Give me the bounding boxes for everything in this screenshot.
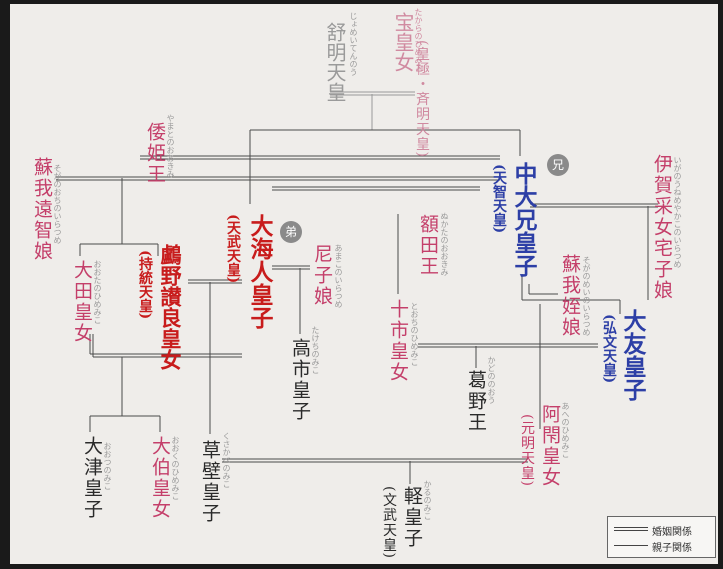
ochi-name: 蘇我遠智娘 <box>31 157 53 262</box>
tochi-ruby: とおちのひめみこ <box>410 302 419 366</box>
ahe-sub: (元明天皇) <box>519 414 535 487</box>
yamato-name: 倭姫王 <box>144 122 166 185</box>
jomei-ruby: じょめいてんのう <box>349 12 358 76</box>
genealogy-chart: 舒明天皇 じょめいてんのう 宝皇女 たからのひめみこ (皇極・斉明天皇) 倭姫王… <box>10 4 718 564</box>
ooama-sub: (天武天皇) <box>225 214 241 284</box>
kusakabe-ruby: くさかべのみこ <box>222 432 231 488</box>
legend-parent-child: 親子関係 <box>614 539 712 554</box>
iga-name: 伊賀采女宅子娘 <box>651 154 673 301</box>
ootsu-ruby: おおつのみこ <box>103 442 112 490</box>
yamato-ruby: やまとのおおきみ <box>166 114 175 178</box>
karu-sub: (文武天皇) <box>381 486 397 559</box>
single-line-icon <box>614 545 648 546</box>
kusakabe-name: 草壁皇子 <box>199 440 221 524</box>
ooama-name: 大海人皇子 <box>246 214 273 329</box>
jomei-name: 舒明天皇 <box>323 22 347 102</box>
takara-name: 宝皇女 <box>391 12 415 72</box>
legend-marriage: 婚姻関係 <box>614 523 712 538</box>
mei-ruby: そがのめいのいらつめ <box>582 256 591 336</box>
ahe-name: 阿閇皇女 <box>539 404 561 488</box>
legend: 婚姻関係 親子関係 <box>607 516 716 558</box>
relationship-lines <box>56 91 658 484</box>
legend-marriage-label: 婚姻関係 <box>652 527 692 538</box>
younger-badge: 弟 <box>280 221 302 243</box>
ooda-name: 大田皇女 <box>71 260 93 344</box>
ooda-ruby: おおたのひめみこ <box>93 260 102 324</box>
ahe-ruby: あへのひめみこ <box>561 402 570 458</box>
mei-name: 蘇我姪娘 <box>559 254 581 338</box>
nukata-name: 額田王 <box>417 214 439 277</box>
amako-name: 尼子娘 <box>311 244 333 307</box>
karu-name: 軽皇子 <box>401 486 423 549</box>
elder-badge: 兄 <box>547 154 569 176</box>
double-line-icon <box>614 527 648 531</box>
nakano-name: 中大兄皇子 <box>510 162 537 277</box>
uno-sub: (持統天皇) <box>137 250 153 320</box>
takara-ruby: たからのひめみこ <box>414 8 423 72</box>
otomo-name: 大友皇子 <box>619 309 646 401</box>
iga-ruby: いがのうねめやかこのいらつめ <box>673 156 682 268</box>
ooku-ruby: おおくのひめみこ <box>171 436 180 500</box>
kadono-name: 葛野王 <box>465 370 487 433</box>
ooku-name: 大伯皇女 <box>149 436 171 520</box>
nukata-ruby: ぬかたのおおきみ <box>440 212 449 276</box>
ochi-ruby: そがのおちのいらつめ <box>53 164 62 244</box>
karu-ruby: かるのみこ <box>423 480 432 520</box>
legend-parent-child-label: 親子関係 <box>652 543 692 554</box>
tochi-name: 十市皇女 <box>387 299 409 383</box>
ootsu-name: 大津皇子 <box>81 436 103 520</box>
otomo-sub: (弘文天皇) <box>601 314 617 384</box>
amako-ruby: あまこのいらつめ <box>334 244 343 308</box>
nakano-sub: (天智天皇) <box>491 164 507 234</box>
takechi-name: 高市皇子 <box>289 338 311 422</box>
uno-name: 鸕野讃良皇女 <box>158 244 183 370</box>
kadono-ruby: かどののおう <box>487 356 496 404</box>
takechi-ruby: たけちのみこ <box>311 326 320 374</box>
takara-sub: (皇極・斉明天皇) <box>414 40 430 158</box>
